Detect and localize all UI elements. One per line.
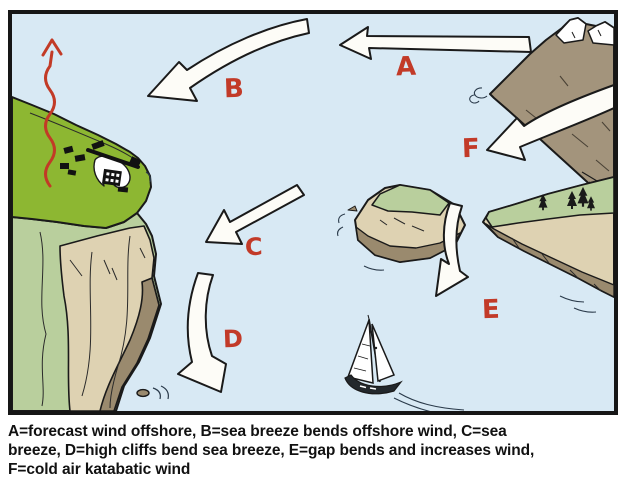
caption-line: F=cold air katabatic wind <box>8 461 191 478</box>
wind-label-e: E <box>481 294 501 326</box>
gap-headland <box>482 176 614 313</box>
caption: A=forecast wind offshore, B=sea breeze b… <box>8 422 624 479</box>
wind-arrow-c-icon <box>205 184 305 245</box>
wind-label-c: C <box>244 232 264 262</box>
sailboat-icon <box>344 314 465 411</box>
rising-air-wavy-arrow-icon <box>41 38 63 188</box>
wind-arrow-b-icon <box>147 18 310 102</box>
coastal-wind-diagram <box>12 14 614 411</box>
wind-label-a: A <box>395 51 417 83</box>
wind-arrow-e-icon <box>435 202 469 297</box>
wind-arrow-d-icon <box>177 272 227 393</box>
wind-label-b: B <box>223 73 245 105</box>
caption-line: A=forecast wind offshore, B=sea breeze b… <box>8 423 507 440</box>
diagram-frame: A B C D E F <box>8 10 618 415</box>
wind-arrow-f-icon <box>486 84 614 161</box>
caption-line: breeze, D=high cliffs bend sea breeze, E… <box>8 442 535 459</box>
island <box>337 184 466 271</box>
wind-arrow-a-icon <box>339 26 532 60</box>
town-buildings <box>60 140 129 193</box>
pier <box>86 148 152 183</box>
wind-label-f: F <box>461 133 481 165</box>
snow-peak <box>555 17 587 44</box>
wind-label-d: D <box>222 324 244 354</box>
boat-wake <box>393 392 465 411</box>
harbor-building <box>101 168 122 187</box>
trees <box>538 186 595 211</box>
high-cliffs <box>12 212 169 411</box>
snow-peak <box>587 21 614 46</box>
